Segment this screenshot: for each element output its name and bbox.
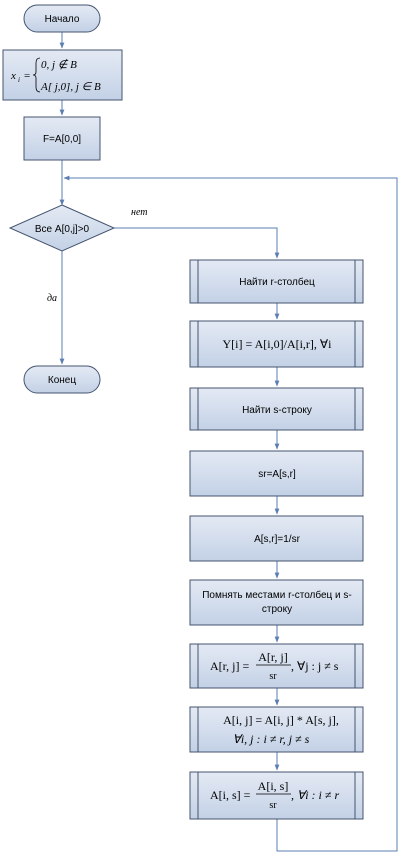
assign-f-label: F=A[0,0] [43, 134, 81, 145]
find-r-label: Найти r-столбец [239, 276, 315, 288]
ais-denominator: sr [269, 800, 277, 811]
sr-label: sr=A[s,r] [258, 469, 296, 480]
arj-lhs: A[r, j] = [210, 659, 250, 673]
arj-numerator: A[r, j] [258, 650, 288, 664]
swap-label-line2: строку [262, 604, 292, 615]
ais-numerator: A[i, s] [258, 779, 289, 793]
label-no: нет [131, 207, 148, 218]
arj-denominator: sr [269, 671, 277, 682]
assign-f-node: F=A[0,0] [23, 116, 101, 161]
asr-node: A[s,r]=1/sr [189, 515, 364, 562]
edge-cond-no [114, 227, 280, 259]
init-node: x i = 0, j ∉ B A[ j,0], j ∈ B [2, 49, 123, 101]
init-equals: = [24, 70, 30, 82]
find-s-label: Найти s-строку [242, 405, 312, 416]
arj-node: A[r, j] = A[r, j] sr , ∀j : j ≠ s [189, 643, 364, 689]
start-node: Начало [23, 4, 101, 33]
end-node: Конец [23, 365, 101, 394]
condition-label: Все A[0,j]>0 [35, 224, 90, 235]
init-brace [32, 57, 41, 93]
init-case1: 0, j ∉ B [41, 58, 77, 71]
init-subscript: i [18, 76, 20, 84]
ais-lhs: A[i, s] = [210, 788, 251, 802]
start-label: Начало [45, 14, 80, 25]
find-r-node: Найти r-столбец [189, 259, 364, 304]
ais-tail: , ∀i : i ≠ r [291, 788, 339, 802]
ais-node: A[i, s] = A[i, s] sr , ∀i : i ≠ r [189, 771, 364, 820]
y-formula-label: Y[i] = A[i,0]/A[i,r], ∀i [223, 337, 333, 351]
sr-node: sr=A[s,r] [189, 450, 364, 497]
condition-node: Все A[0,j]>0 [8, 204, 116, 252]
find-s-node: Найти s-строку [189, 387, 364, 431]
arj-tail: , ∀j : j ≠ s [291, 659, 339, 673]
aij-line2: ∀i, j : i ≠ r, j ≠ s [233, 732, 310, 746]
y-formula-node: Y[i] = A[i,0]/A[i,r], ∀i [189, 320, 364, 368]
label-yes: да [47, 293, 57, 304]
end-label: Конец [48, 375, 76, 386]
swap-node: Помнять местами r-столбец и s- строку [189, 579, 364, 626]
init-lhs: x [10, 70, 16, 82]
aij-node: A[i, j] = A[i, j] * A[s, j], ∀i, j : i ≠… [189, 706, 364, 753]
asr-label: A[s,r]=1/sr [254, 534, 301, 545]
aij-line1: A[i, j] = A[i, j] * A[s, j], [223, 713, 339, 727]
init-case2: A[ j,0], j ∈ B [40, 81, 101, 93]
connectors [59, 32, 398, 852]
swap-label-line1: Помнять местами r-столбец и s- [202, 589, 352, 601]
edge-loop-back [63, 175, 398, 852]
